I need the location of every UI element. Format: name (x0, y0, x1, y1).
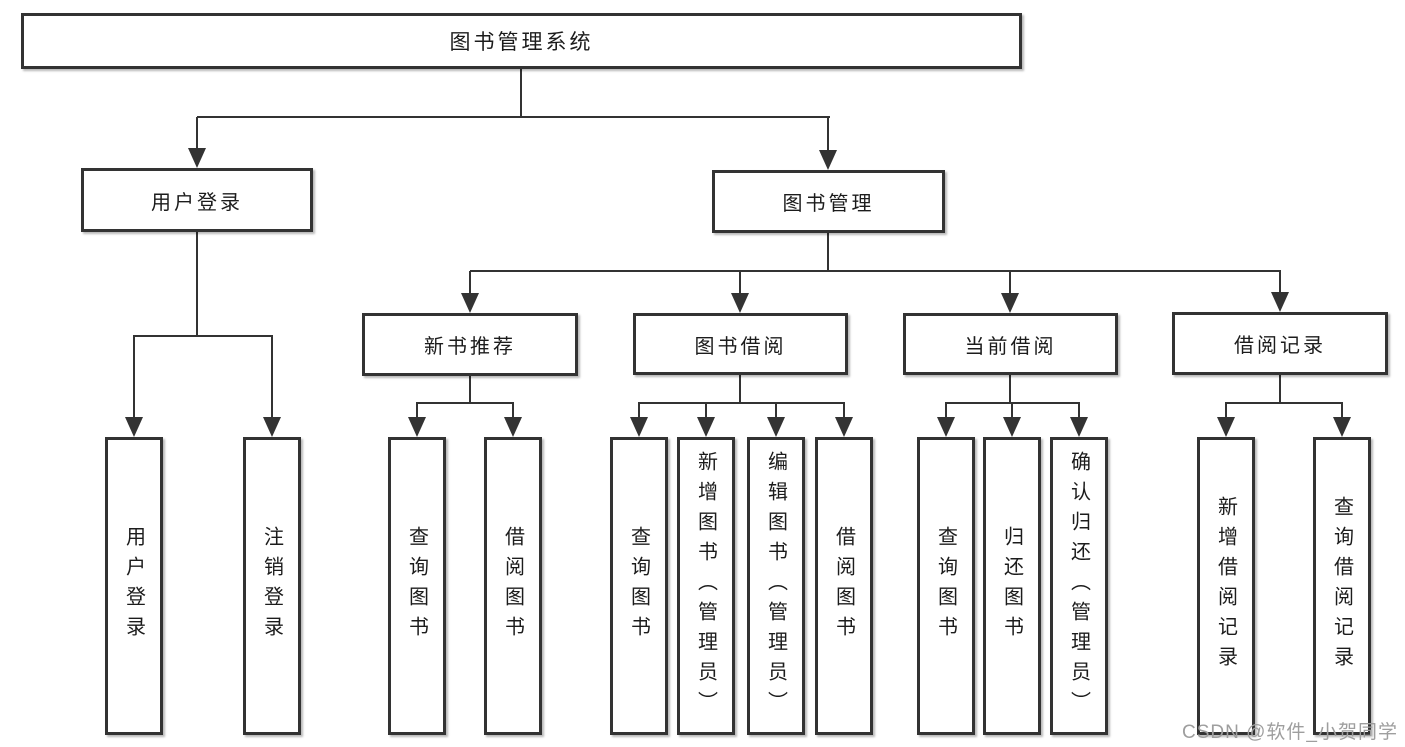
arrowhead-icon (697, 417, 715, 437)
arrowhead-icon (767, 417, 785, 437)
leaf-bb-borrow-books: 借阅图书 (815, 437, 873, 735)
arrowhead-icon (504, 417, 522, 437)
node-book-borrow: 图书借阅 (633, 313, 848, 375)
leaf-bb-add-book-admin: 新增图书（管理员） (677, 437, 735, 735)
connector-line (133, 336, 135, 421)
leaf-bb-edit-book-admin: 编辑图书（管理员） (747, 437, 805, 735)
node-user-login: 用户登录 (81, 168, 313, 232)
connector-line (520, 69, 522, 117)
watermark: CSDN @软件_小贺同学 (1182, 722, 1398, 743)
connector-line (638, 402, 845, 404)
leaf-logout: 注销登录 (243, 437, 301, 735)
connector-line (1225, 403, 1227, 421)
arrowhead-icon (731, 293, 749, 313)
arrowhead-icon (835, 417, 853, 437)
arrowhead-icon (819, 150, 837, 170)
connector-line (133, 335, 273, 337)
connector-line (469, 271, 471, 297)
connector-line (843, 403, 845, 421)
node-library-system: 图书管理系统 (21, 13, 1022, 69)
connector-line (1341, 403, 1343, 421)
leaf-cb-confirm-return-admin: 确认归还（管理员） (1050, 437, 1108, 735)
arrowhead-icon (1070, 417, 1088, 437)
connector-line (1078, 403, 1080, 421)
connector-line (416, 403, 418, 421)
connector-line (705, 403, 707, 421)
arrowhead-icon (1271, 292, 1289, 312)
connector-line (1011, 403, 1013, 421)
connector-line (196, 117, 198, 152)
connector-line (827, 233, 829, 271)
arrowhead-icon (461, 293, 479, 313)
node-book-management: 图书管理 (712, 170, 945, 233)
leaf-cb-return-books: 归还图书 (983, 437, 1041, 735)
connector-line (271, 336, 273, 421)
connector-line (827, 117, 829, 154)
connector-line (945, 403, 947, 421)
connector-line (470, 270, 1281, 272)
connector-line (638, 403, 640, 421)
connector-line (512, 403, 514, 421)
leaf-bb-query-books: 查询图书 (610, 437, 668, 735)
arrowhead-icon (630, 417, 648, 437)
arrowhead-icon (188, 148, 206, 168)
node-new-book-recommend: 新书推荐 (362, 313, 578, 376)
connector-line (196, 232, 198, 336)
node-borrow-records: 借阅记录 (1172, 312, 1388, 375)
connector-line (1009, 375, 1011, 404)
connector-line (1279, 375, 1281, 404)
arrowhead-icon (125, 417, 143, 437)
arrowhead-icon (1217, 417, 1235, 437)
leaf-br-add-record: 新增借阅记录 (1197, 437, 1255, 735)
connector-line (739, 271, 741, 297)
leaf-user-login: 用户登录 (105, 437, 163, 735)
arrowhead-icon (408, 417, 426, 437)
arrowhead-icon (1001, 293, 1019, 313)
connector-line (197, 116, 830, 118)
connector-line (1009, 271, 1011, 297)
connector-line (775, 403, 777, 421)
connector-line (739, 375, 741, 404)
connector-line (1279, 271, 1281, 296)
arrowhead-icon (1003, 417, 1021, 437)
connector-line (416, 402, 514, 404)
connector-line (1225, 402, 1343, 404)
arrowhead-icon (1333, 417, 1351, 437)
arrowhead-icon (263, 417, 281, 437)
leaf-cb-query-books: 查询图书 (917, 437, 975, 735)
leaf-br-query-record: 查询借阅记录 (1313, 437, 1371, 735)
leaf-nb-query-books: 查询图书 (388, 437, 446, 735)
node-current-borrow: 当前借阅 (903, 313, 1118, 375)
leaf-nb-borrow-books: 借阅图书 (484, 437, 542, 735)
arrowhead-icon (937, 417, 955, 437)
connector-line (469, 376, 471, 404)
